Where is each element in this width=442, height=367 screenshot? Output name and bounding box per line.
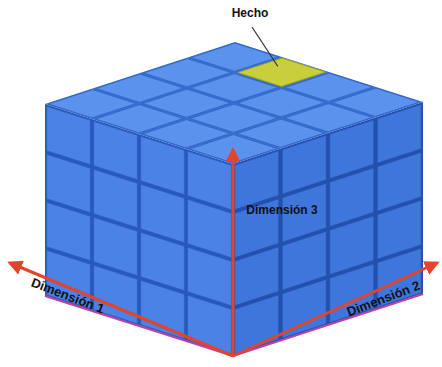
cube-cell	[47, 106, 91, 165]
axis-arrow	[10, 263, 233, 356]
cube-cell	[94, 121, 138, 180]
fact-label: Hecho	[232, 7, 269, 20]
cube-cell	[377, 104, 421, 163]
axis-arrow	[232, 150, 235, 356]
right-face	[233, 102, 423, 356]
cube-cell	[188, 151, 232, 210]
dimension-label: Dimensión 1	[29, 275, 106, 316]
axis-arrows	[10, 27, 437, 356]
cube-cell	[282, 135, 326, 194]
leader-line	[252, 27, 278, 66]
dimension-label: Dimensión 3	[246, 204, 317, 217]
dimension-label: Dimensión 2	[345, 278, 422, 319]
cube-cell	[235, 151, 279, 210]
cube-cell	[141, 136, 185, 195]
cube-cell	[330, 120, 374, 179]
axis-arrow	[233, 263, 437, 356]
